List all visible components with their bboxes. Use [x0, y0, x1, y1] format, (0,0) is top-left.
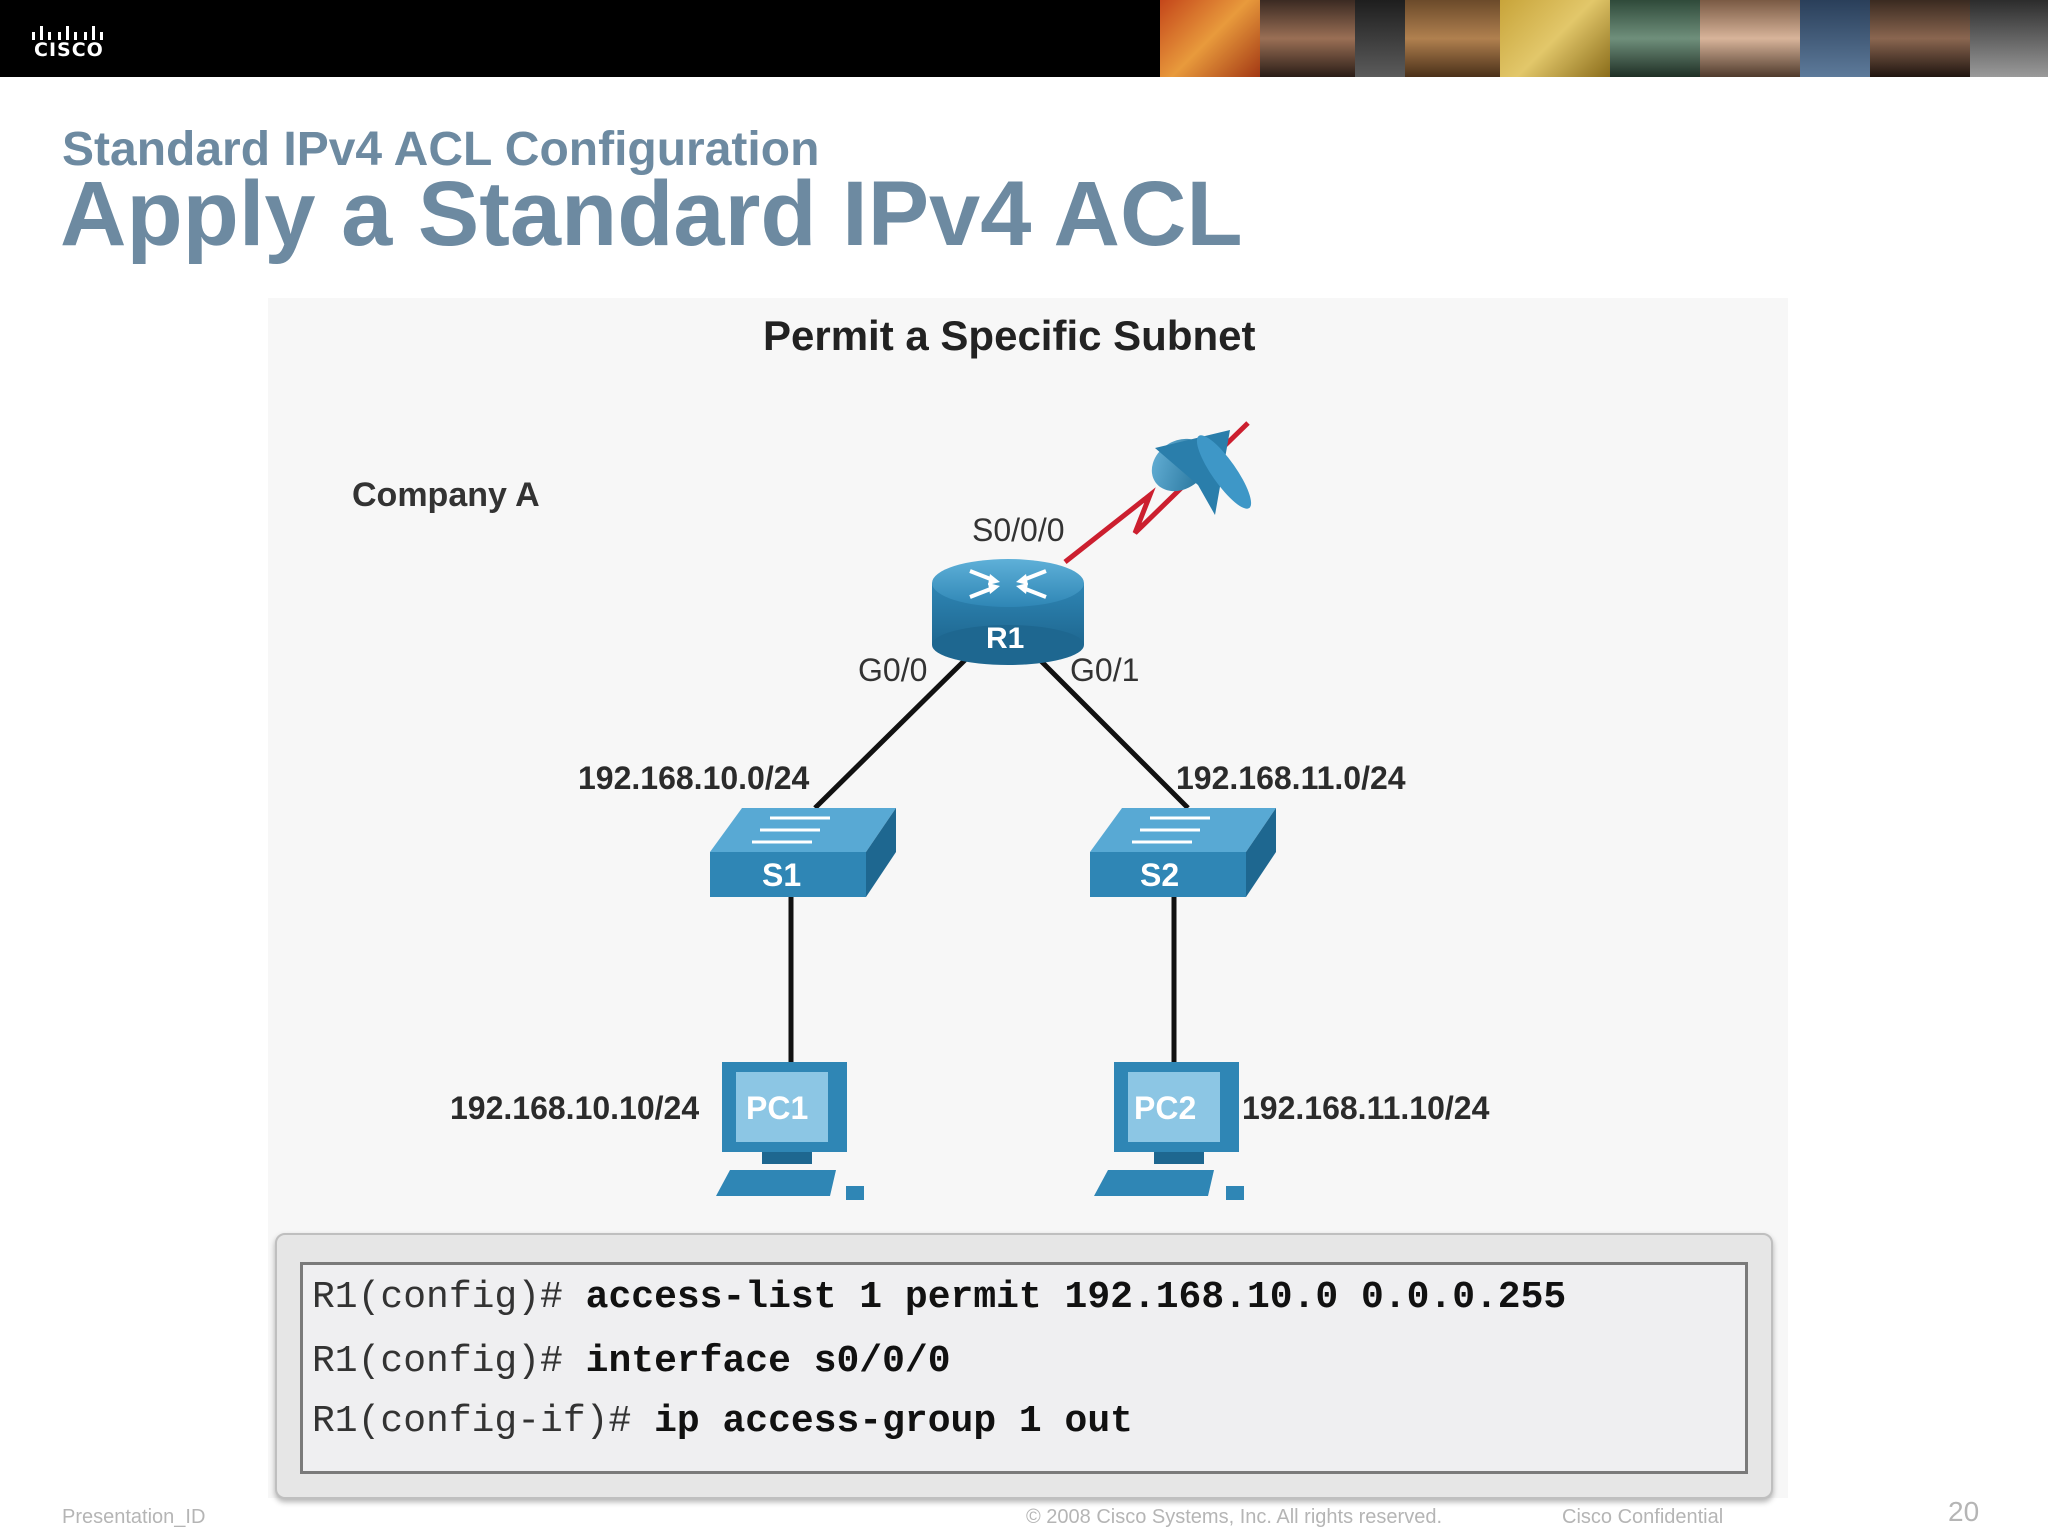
pc2-name: PC2: [1134, 1090, 1197, 1126]
g00-interface-label: G0/0: [858, 652, 928, 688]
cisco-logo-icon: [32, 26, 103, 40]
config-prompt: R1(config)#: [312, 1340, 586, 1383]
diagram-title: Permit a Specific Subnet: [763, 312, 1256, 359]
company-label: Company A: [352, 476, 540, 514]
pc2-icon: [1094, 1062, 1244, 1200]
config-command: interface s0/0/0: [585, 1340, 951, 1383]
pc2-ip-label: 192.168.11.10/24: [1242, 1090, 1490, 1126]
config-line-1: R1(config)# access-list 1 permit 192.168…: [312, 1276, 1566, 1319]
pc1-name: PC1: [746, 1090, 809, 1126]
serial-interface-label: S0/0/0: [972, 512, 1065, 548]
subnet-s2-label: 192.168.11.0/24: [1176, 760, 1406, 796]
header-photo-strip: [1160, 0, 2048, 77]
config-text-box: [300, 1262, 1748, 1474]
pc1-icon: [716, 1062, 864, 1200]
wan-cone-icon: [1151, 430, 1252, 515]
subnet-s1-label: 192.168.10.0/24: [578, 760, 810, 796]
slide-section-title: Standard IPv4 ACL Configuration: [62, 123, 820, 176]
config-prompt: R1(config-if)#: [312, 1400, 655, 1443]
footer-copyright: © 2008 Cisco Systems, Inc. All rights re…: [1026, 1506, 1443, 1528]
config-prompt: R1(config)#: [312, 1276, 586, 1319]
footer-confidential: Cisco Confidential: [1562, 1506, 1724, 1528]
config-line-3: R1(config-if)# ip access-group 1 out: [312, 1400, 1133, 1443]
page-number: 20: [1948, 1496, 1980, 1527]
config-command: access-list 1 permit 192.168.10.0 0.0.0.…: [585, 1276, 1567, 1319]
link-r1-s2: [1038, 658, 1190, 810]
top-banner: CISCO: [0, 0, 2048, 77]
router-r1-icon: [932, 559, 1084, 665]
switch-s1-name: S1: [762, 857, 802, 893]
switch-s2-icon: [1090, 808, 1276, 897]
link-r1-s1: [813, 658, 967, 810]
switch-s2-name: S2: [1140, 857, 1180, 893]
pc1-ip-label: 192.168.10.10/24: [450, 1090, 700, 1126]
router-name: R1: [986, 622, 1025, 655]
switch-s1-icon: [710, 808, 896, 897]
slide-title: Apply a Standard IPv4 ACL: [60, 163, 1243, 265]
config-line-2: R1(config)# interface s0/0/0: [312, 1340, 951, 1383]
footer-presentation-id: Presentation_ID: [62, 1506, 206, 1528]
cisco-logo-text: CISCO: [34, 39, 104, 61]
g01-interface-label: G0/1: [1070, 652, 1140, 688]
config-command: ip access-group 1 out: [654, 1400, 1133, 1443]
